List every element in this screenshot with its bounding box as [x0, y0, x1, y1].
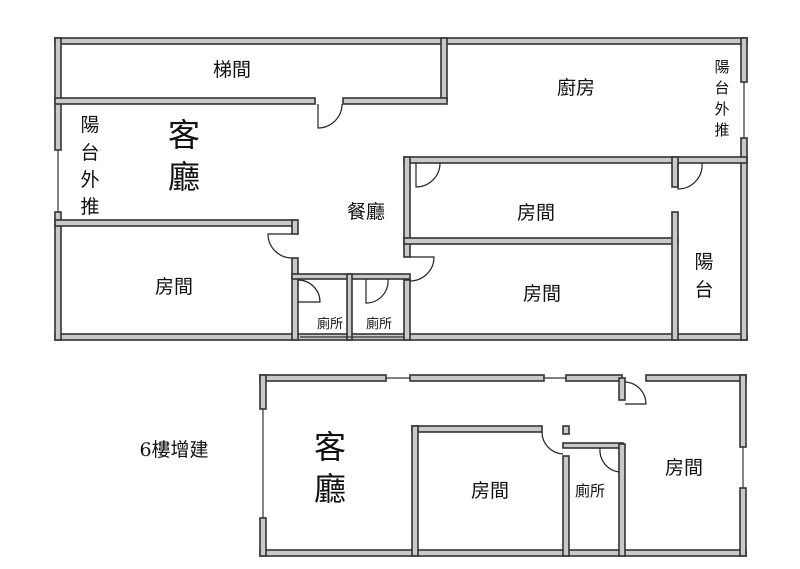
- label-balcony-ext-right: 陽 台 外 推: [714, 58, 729, 139]
- wall-mid-left-a: [403, 156, 411, 258]
- label-balcony: 陽 台: [694, 251, 713, 301]
- wall-right-upper-a: [740, 37, 748, 83]
- wall-mid-divider: [403, 237, 679, 245]
- label-room-mid-lower: 房間: [523, 283, 561, 305]
- upper-floor-plan: 梯間 廚房 陽 台 外 推 陽 台 外 推 客 廳 餐廳 房間 房間 房間 陽 …: [54, 37, 748, 341]
- label-toilet-1: 廁所: [317, 316, 343, 332]
- wall-center-room-left: [411, 425, 419, 557]
- svg-text:台: 台: [694, 279, 713, 301]
- wall-dining-left-b: [291, 257, 299, 341]
- wall-top-lower-d: [645, 374, 747, 382]
- svg-text:外: 外: [80, 169, 99, 191]
- wall-left-lower-a: [259, 374, 267, 410]
- lower-floor-plan: 6樓增建 客 廳 房間 廁所 房間: [139, 374, 747, 557]
- door-toilet-2: [365, 278, 389, 304]
- label-kitchen: 廚房: [557, 76, 595, 99]
- label-toilet-2: 廁所: [366, 316, 392, 332]
- wall-right-lower-b: [739, 487, 747, 557]
- wall-kitchen-bottom: [403, 156, 748, 164]
- wall-mid-left-b: [403, 279, 411, 341]
- door-room-mid-lower: [409, 256, 435, 282]
- wall-bottom-lower: [259, 549, 747, 557]
- svg-text:客: 客: [314, 428, 346, 466]
- svg-text:台: 台: [80, 142, 99, 164]
- label-room-right-lower: 房間: [665, 457, 703, 479]
- svg-text:廳: 廳: [314, 470, 346, 508]
- door-stair: [317, 103, 343, 129]
- label-living-upper: 客 廳: [168, 116, 200, 196]
- wall-mid-right-b: [671, 211, 679, 341]
- svg-text:外: 外: [714, 100, 729, 118]
- label-stair: 梯間: [213, 59, 251, 81]
- wall-left-lower-b: [259, 517, 267, 557]
- door-balcony: [677, 162, 703, 190]
- wall-stair-bottom-b: [342, 97, 448, 105]
- door-toilet-1: [297, 279, 321, 303]
- wall-mid-right-a: [671, 156, 679, 188]
- svg-text:推: 推: [714, 121, 729, 139]
- svg-text:廳: 廳: [168, 158, 200, 196]
- label-balcony-ext-left: 陽 台 外 推: [80, 114, 99, 218]
- wall-right-lower-a: [739, 374, 747, 448]
- door-room-mid-upper: [415, 162, 441, 188]
- wall-left-upper-b: [54, 211, 62, 341]
- wall-stair-right: [440, 37, 448, 101]
- wall-center-room-right-b: [562, 455, 570, 557]
- door-left-room: [267, 233, 293, 259]
- wall-stair-bottom-a: [54, 97, 316, 105]
- label-room-mid-upper: 房間: [517, 202, 555, 224]
- wall-right-room-left-b: [618, 443, 626, 557]
- wall-top-lower-c: [565, 374, 623, 382]
- label-toilet-lower: 廁所: [575, 482, 605, 500]
- door-right-room: [624, 381, 647, 405]
- wall-right-room-left-a: [618, 377, 626, 401]
- wall-top-upper: [54, 37, 748, 45]
- label-room-center-lower: 房間: [471, 480, 509, 502]
- wall-top-lower-b: [409, 374, 545, 382]
- wall-dining-left-a: [291, 219, 299, 235]
- wall-toilet-divider: [346, 273, 353, 341]
- wall-center-room-right-a: [562, 425, 570, 435]
- svg-text:客: 客: [168, 116, 200, 154]
- label-room-left: 房間: [155, 276, 193, 298]
- svg-text:陽: 陽: [714, 58, 729, 76]
- wall-right-upper-b: [740, 137, 748, 341]
- svg-text:陽: 陽: [694, 251, 713, 273]
- door-toilet-lower: [599, 447, 620, 473]
- label-floor-6: 6樓增建: [139, 439, 208, 461]
- door-center-room: [541, 431, 564, 455]
- wall-left-upper-a: [54, 37, 62, 151]
- svg-text:台: 台: [714, 79, 729, 97]
- label-dining: 餐廳: [347, 201, 385, 223]
- wall-center-room-top: [411, 425, 543, 433]
- wall-living-bottom: [54, 219, 298, 227]
- svg-text:推: 推: [80, 196, 99, 218]
- svg-text:陽: 陽: [80, 114, 99, 136]
- label-living-lower: 客 廳: [314, 428, 346, 508]
- wall-top-lower-a: [259, 374, 387, 382]
- wall-toilet-lower-top: [562, 442, 624, 449]
